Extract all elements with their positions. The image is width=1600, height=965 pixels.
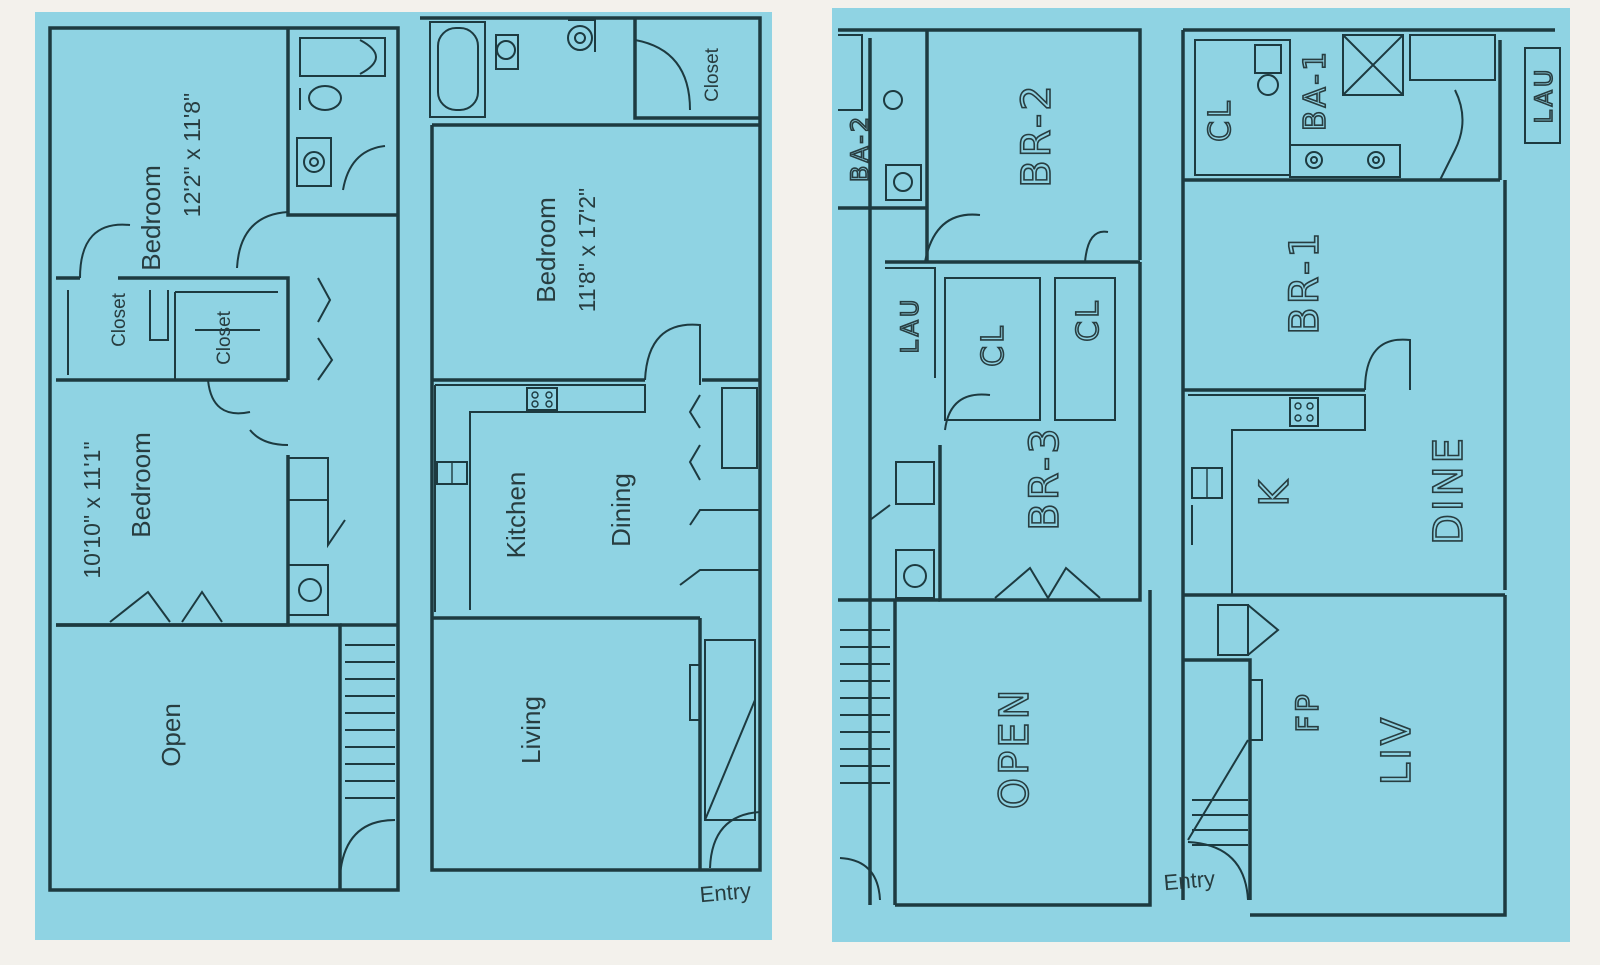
br-1-label: BR-1 <box>1282 229 1328 335</box>
dine-label: DINE <box>1426 435 1472 545</box>
closet-3-label: Closet <box>702 47 723 102</box>
lau-1-label: LAU <box>896 297 924 354</box>
bedroom-3-name: Bedroom <box>531 197 561 303</box>
floor-plan-sheet-right <box>832 8 1570 942</box>
plan-a-upper-floor <box>48 26 400 892</box>
plan-b-upper-floor <box>838 28 1152 907</box>
kitchen-label: Kitchen <box>501 472 531 559</box>
br-2-label: BR-2 <box>1014 82 1060 188</box>
living-label: Living <box>516 696 546 764</box>
cl-1-label: CL <box>976 323 1011 367</box>
ba-1-label: BA-1 <box>1298 49 1333 131</box>
br-3-label: BR-3 <box>1022 425 1068 531</box>
open-area-label: OPEN <box>992 687 1038 810</box>
lau-2-label: LAU <box>1530 67 1558 124</box>
cl-3-label: CL <box>1203 98 1238 142</box>
plan-b-entry-label: Entry <box>1163 866 1216 895</box>
plan-b-labels: BA-2 BR-2 LAU CL CL BR-3 OPEN CL BA-1 LA… <box>845 48 1559 895</box>
open-area-label: Open <box>156 703 186 767</box>
plan-a-labels: Bedroom 12'2" x 11'8" Closet Closet 10'1… <box>79 47 752 907</box>
bedroom-2-size: 10'10" x 11'1" <box>79 441 105 578</box>
kitchen-label: K <box>1252 477 1298 506</box>
bedroom-2-name: Bedroom <box>126 432 156 538</box>
bedroom-3-size: 11'8" x 17'2" <box>574 188 600 312</box>
bedroom-1-size: 12'2" x 11'8" <box>179 93 205 217</box>
cl-2-label: CL <box>1071 298 1106 342</box>
liv-label: LIV <box>1374 715 1420 785</box>
plan-b-lower-floor <box>1181 28 1561 917</box>
ba-2-label: BA-2 <box>846 114 874 182</box>
closet-1-label: Closet <box>109 292 130 347</box>
dining-label: Dining <box>606 473 636 547</box>
plan-a-lower-floor <box>420 16 762 872</box>
bedroom-1-name: Bedroom <box>136 165 166 271</box>
closet-2-label: Closet <box>214 310 235 365</box>
fireplace-label: FP <box>1291 691 1326 732</box>
floor-plan-sheet-left <box>35 12 772 940</box>
plan-a-entry-label: Entry <box>699 878 752 907</box>
